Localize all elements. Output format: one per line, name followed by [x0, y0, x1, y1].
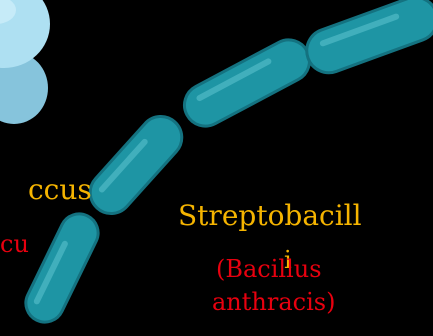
scientific-name-line-1: (Bacillus — [216, 257, 322, 281]
coccus-cell-icon — [0, 0, 50, 124]
streptobacilli-label: Streptobacill — [178, 202, 362, 230]
bacillus-rod-icon — [19, 208, 104, 329]
bacillus-rod-icon — [301, 0, 433, 79]
bacillus-rod-icon — [177, 33, 317, 134]
cocci-label-fragment: ccus — [28, 176, 92, 204]
cocci-scientific-fragment: cu — [0, 232, 29, 256]
scientific-name-line-2: anthracis) — [212, 290, 335, 314]
bacillus-rod-icon — [82, 108, 191, 222]
